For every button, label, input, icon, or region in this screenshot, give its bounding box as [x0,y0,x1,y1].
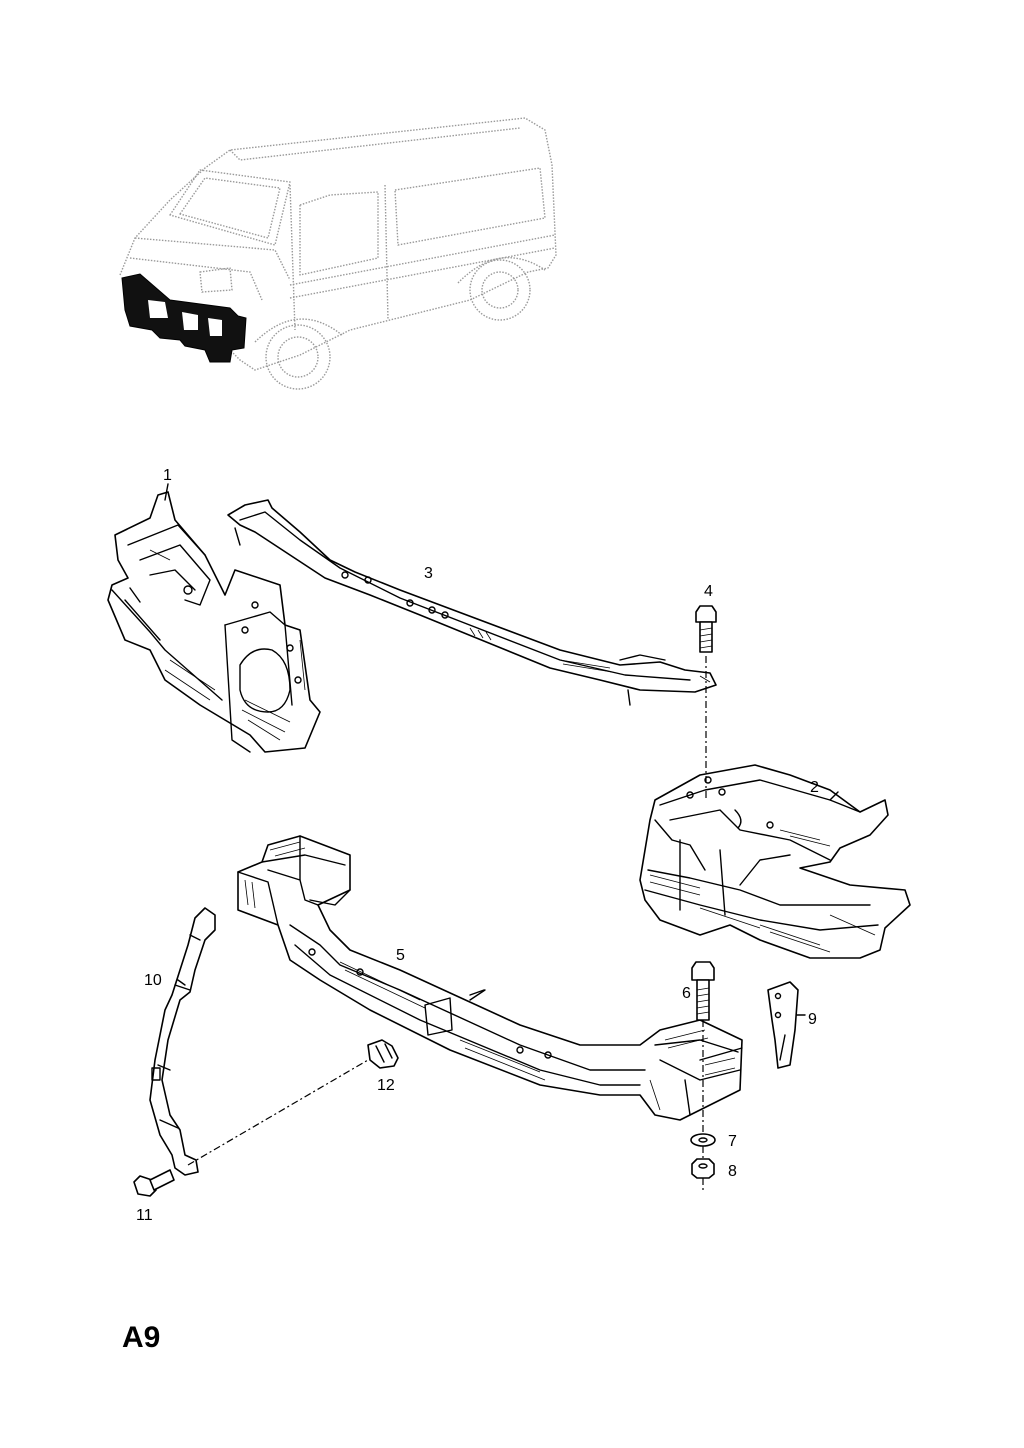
callout-8: 8 [728,1163,737,1180]
page-id: A9 [122,1321,160,1354]
van-overview-illustration [119,117,557,390]
callout-1: 1 [163,467,172,484]
callout-7: 7 [728,1133,737,1150]
part-8-nut [691,1158,715,1179]
callout-11: 11 [136,1207,153,1224]
assembly-lines [187,656,707,1192]
callout-6: 6 [682,985,691,1002]
part-2-right-panel [639,764,911,959]
part-4-bolt [695,605,717,653]
part-6-bolt [691,961,715,1021]
part-5-lower-cross-member [237,835,743,1121]
callout-12: 12 [377,1077,395,1094]
part-3-upper-cross-member [227,499,717,706]
part-1-left-panel [107,491,321,753]
part-9-small-bracket [767,981,799,1069]
leader-lines [164,483,839,1016]
callout-5: 5 [396,947,405,964]
callout-4: 4 [704,583,713,600]
callout-2: 2 [810,779,819,796]
callout-10: 10 [144,972,162,989]
part-11-bolt [133,1169,175,1197]
part-10-strap-bracket [149,907,216,1176]
part-12-clip-nut [367,1039,399,1069]
callout-labels: 1 2 3 4 5 6 7 8 9 10 11 12 [136,467,819,1224]
callout-3: 3 [424,565,433,582]
part-7-washer [690,1133,716,1147]
callout-9: 9 [808,1011,817,1028]
